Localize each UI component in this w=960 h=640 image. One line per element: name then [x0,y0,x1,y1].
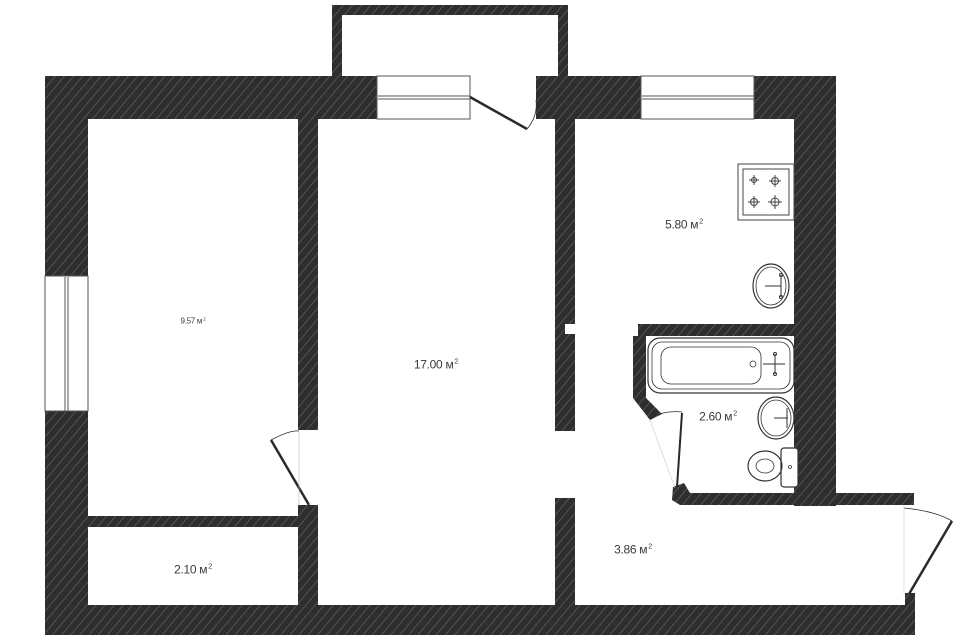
area-label-bathroom: 2.60 м2 [699,408,737,424]
area-label-hallway: 3.86 м2 [614,541,652,557]
area-label-closet: 2.10 м2 [174,561,212,577]
interior-walls [88,119,796,605]
area-label-bedroom: 9.57 м2 [180,316,206,326]
door-bathroom [649,411,683,489]
balcony [332,5,568,77]
bathroom-sink-icon [757,396,795,440]
bathtub-icon [647,337,795,394]
area-label-kitchen: 5.80 м2 [665,216,703,232]
window-living-room [376,75,471,120]
exterior-walls [45,76,915,635]
door-bedroom [269,430,311,506]
door-balcony [469,95,537,131]
area-label-living-room: 17.00 м2 [413,356,459,372]
kitchen-sink-icon [752,263,790,309]
door-entrance [903,505,954,595]
toilet-icon [747,447,799,488]
gas-stove-icon [737,163,795,221]
window-kitchen [640,75,755,120]
window-bedroom [44,275,89,412]
